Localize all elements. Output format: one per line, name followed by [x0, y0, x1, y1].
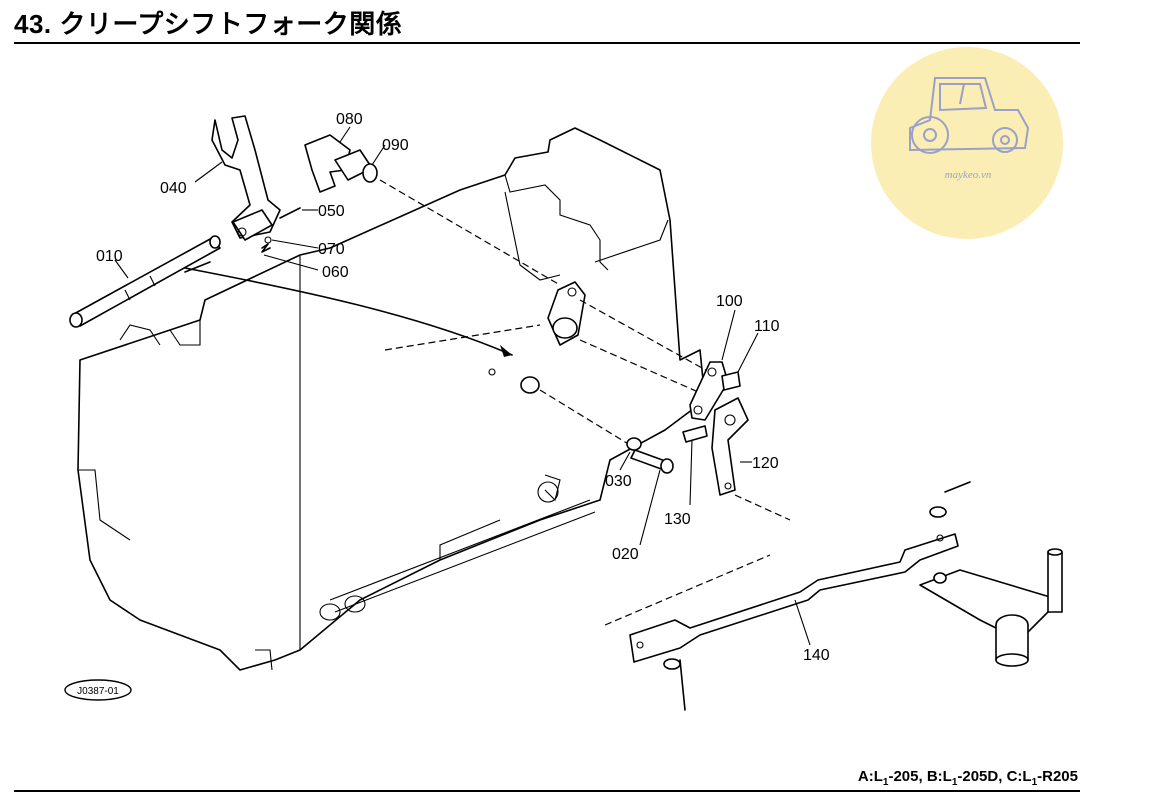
label-070: 070 — [318, 241, 345, 258]
o-ring-090 — [362, 163, 378, 183]
shaft-080 — [304, 134, 378, 193]
label-130: 130 — [664, 511, 691, 528]
bolt-130 — [682, 425, 708, 443]
watermark: maykeo.vn — [871, 47, 1063, 239]
washer-030 — [626, 437, 642, 451]
transmission-housing — [77, 127, 706, 671]
shift-fork-040 — [211, 115, 281, 241]
label-090: 090 — [382, 137, 409, 154]
footer-rule — [14, 790, 1080, 792]
model-applicability: A:L1-205, B:L1-205D, C:L1-R205 — [857, 768, 1078, 788]
label-010: 010 — [96, 248, 123, 265]
label-030: 030 — [605, 473, 632, 490]
ref-code-badge: J0387-01 — [64, 679, 132, 701]
label-050: 050 — [318, 203, 345, 220]
label-020: 020 — [612, 546, 639, 563]
tractor-icon — [909, 77, 1030, 154]
plate-100 — [689, 361, 741, 421]
small-parts-050-060-070 — [261, 207, 301, 253]
right-bracket — [919, 548, 1063, 667]
label-080: 080 — [336, 111, 363, 128]
label-100: 100 — [716, 293, 743, 310]
rod-140 — [629, 481, 971, 711]
page-title: 43. クリープシフトフォーク関係 — [14, 9, 403, 39]
leader-lines — [114, 126, 811, 646]
ref-code-text: J0387-01 — [77, 686, 119, 697]
shift-rod-010 — [69, 235, 221, 328]
housing-lever — [488, 281, 586, 394]
label-110: 110 — [754, 318, 780, 335]
arm-120 — [682, 397, 749, 496]
part-labels: 040 050 070 060 010 080 090 100 110 120 … — [96, 111, 830, 664]
bolt-110 — [721, 371, 741, 391]
bolt-020 — [626, 437, 674, 474]
label-060: 060 — [322, 264, 349, 281]
watermark-text: maykeo.vn — [945, 169, 992, 181]
label-140: 140 — [803, 647, 830, 664]
title-rule — [14, 42, 1080, 44]
label-040: 040 — [160, 180, 187, 197]
watermark-circle — [871, 47, 1063, 239]
label-120: 120 — [752, 455, 779, 472]
